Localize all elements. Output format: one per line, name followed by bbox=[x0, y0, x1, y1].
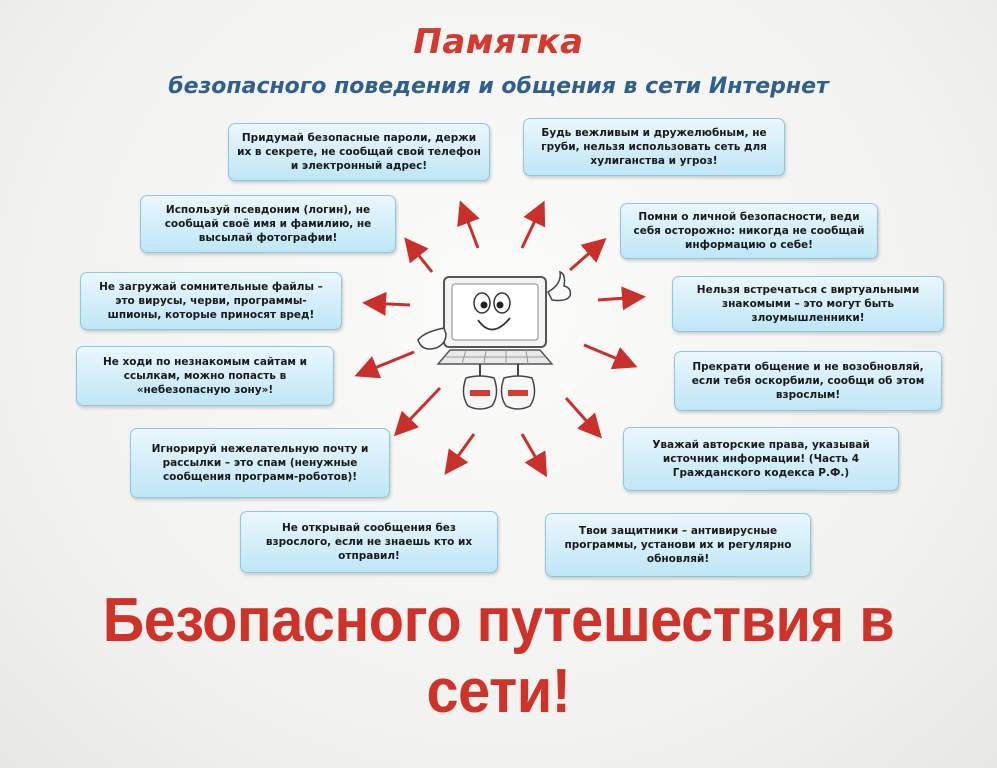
tip-messages: Не открывай сообщения без взрослого, есл… bbox=[240, 511, 498, 573]
tip-meetings: Нельзя встречаться с виртуальными знаком… bbox=[672, 276, 944, 332]
arrow-antivirus bbox=[520, 433, 548, 478]
tip-pseudonym: Используй псевдоним (логин), не сообщай … bbox=[140, 195, 396, 253]
arrow-files bbox=[362, 291, 411, 316]
arrow-personal-safety bbox=[569, 238, 607, 272]
arrow-sites bbox=[354, 350, 415, 379]
tip-antivirus: Твои защитники – антивирусные программы,… bbox=[545, 513, 811, 577]
tip-spam: Игнорируй нежелательную почту и рассылки… bbox=[130, 428, 390, 498]
arrow-passwords bbox=[457, 200, 480, 249]
page-title: Памятка bbox=[413, 22, 584, 62]
tip-passwords: Придумай безопасные пароли, держи их в с… bbox=[228, 123, 490, 181]
arrow-copyright bbox=[564, 397, 602, 439]
tip-personal-safety: Помни о личной безопасности, веди себя о… bbox=[620, 203, 878, 259]
arrow-messages bbox=[444, 433, 476, 475]
slogan: Безопасного путешествия в сети! bbox=[102, 586, 895, 726]
tip-files: Не загружай сомнительные файлы – это вир… bbox=[80, 272, 342, 330]
tip-copyright: Уважай авторские права, указывай источни… bbox=[623, 427, 899, 491]
tip-polite: Будь вежливым и дружелюбным, не груби, н… bbox=[523, 118, 785, 176]
arrow-pseudonym bbox=[404, 237, 434, 273]
arrow-polite bbox=[520, 200, 546, 249]
tip-stop-talking: Прекрати общение и не возобновляй, если … bbox=[674, 351, 942, 411]
arrow-spam bbox=[393, 386, 442, 437]
arrow-meetings bbox=[597, 286, 646, 311]
page-subtitle: безопасного поведения и общения в сети И… bbox=[168, 74, 829, 99]
tip-sites: Не ходи по незнакомым сайтам и ссылкам, … bbox=[76, 346, 334, 406]
arrow-stop-talking bbox=[583, 343, 638, 370]
